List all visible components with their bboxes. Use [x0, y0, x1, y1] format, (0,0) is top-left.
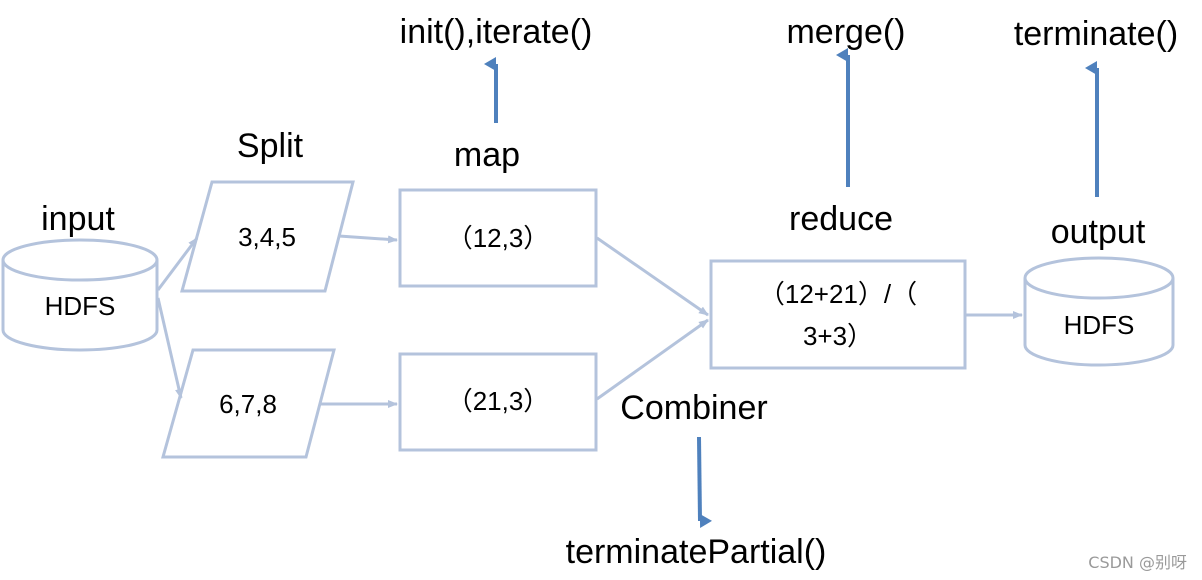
connector-input-split1: [156, 237, 199, 291]
arrow-combiner-func: [697, 436, 712, 528]
map-func-label: init(),iterate(): [400, 13, 593, 51]
map2-text: （21,3）: [447, 386, 550, 416]
reduce-box: [709, 259, 967, 370]
output-label: output: [1051, 213, 1146, 251]
output-hdfs-cylinder: [1023, 256, 1175, 367]
map-box-1: [398, 188, 598, 288]
input-hdfs-text: HDFS: [45, 291, 116, 321]
input-label: input: [41, 200, 115, 238]
reduce-text-line1: （12+21）/（: [759, 279, 917, 309]
connector-map2-reduce: [596, 318, 709, 401]
function-arrows: [484, 48, 1099, 528]
reduce-func-label: merge(): [786, 13, 905, 51]
map1-text: （12,3）: [447, 223, 550, 253]
connector-split1-map1: [338, 234, 398, 244]
combiner-label: Combiner: [620, 389, 767, 427]
connectors: [156, 234, 1023, 408]
split2-text: 6,7,8: [219, 389, 277, 419]
map-box-2: [398, 352, 598, 452]
split1-text: 3,4,5: [238, 222, 296, 252]
split-label: Split: [237, 127, 304, 165]
map-label: map: [454, 136, 520, 174]
split-shape-2: [161, 348, 336, 459]
reduce-text-line2: 3+3）: [803, 321, 873, 351]
connector-map1-reduce: [596, 236, 709, 317]
watermark: CSDN @别呀: [1088, 553, 1187, 572]
output-func-label: terminate(): [1014, 15, 1178, 53]
output-hdfs-text: HDFS: [1064, 310, 1135, 340]
reduce-label: reduce: [789, 200, 893, 238]
connector-input-split2: [156, 297, 183, 399]
input-hdfs-cylinder: [1, 238, 159, 352]
split-shape-1: [180, 180, 355, 293]
combiner-func-label: terminatePartial(): [566, 533, 827, 571]
